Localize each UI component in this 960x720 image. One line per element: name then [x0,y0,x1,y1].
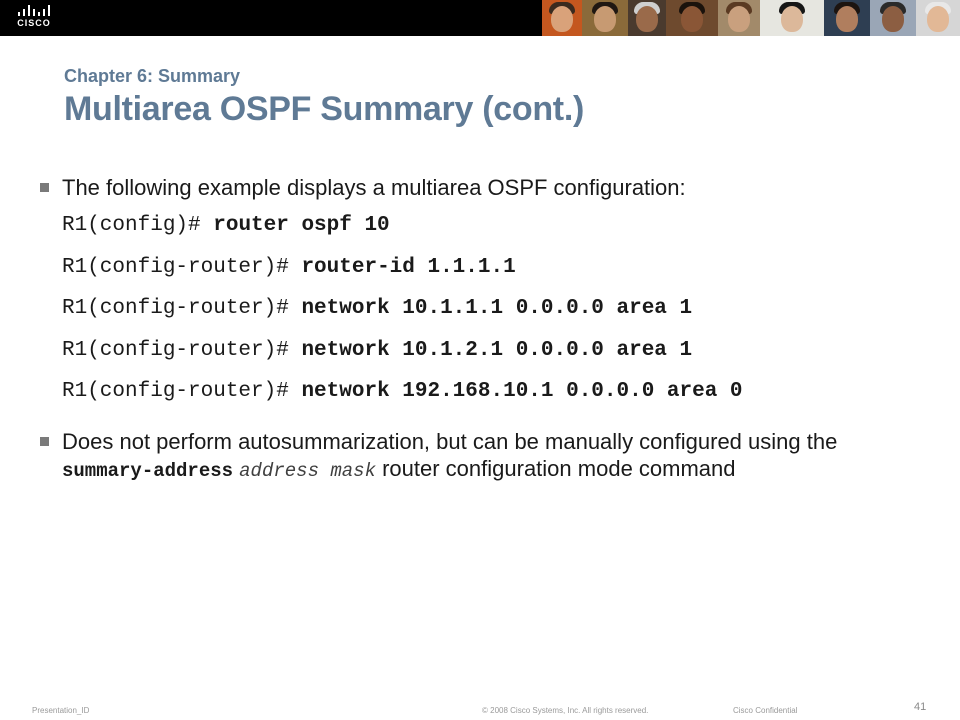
cli-prompt: R1(config-router)# [62,297,302,320]
bullet-item: The following example displays a multiar… [40,174,920,204]
cisco-logo-text: CISCO [17,18,51,28]
code-line: R1(config-router)# router-id 1.1.1.1 [62,254,743,296]
cli-command: network 192.168.10.1 0.0.0.0 area 0 [301,380,743,403]
person-photo [824,0,870,36]
cisco-logo: CISCO [14,4,62,32]
person-photo [542,0,582,36]
address-mask-args: address mask [239,460,376,482]
footer-copyright: © 2008 Cisco Systems, Inc. All rights re… [482,706,649,715]
code-line: R1(config-router)# network 192.168.10.1 … [62,378,743,420]
cli-command: network 10.1.2.1 0.0.0.0 area 1 [301,338,693,362]
person-face [728,6,750,32]
bullet-text: The following example displays a multiar… [62,175,686,200]
chapter-title: Chapter 6: Summary [64,66,241,86]
bullet-text: Does not perform autosummarization, but … [62,428,907,485]
person-face [551,6,573,32]
person-face [594,6,616,32]
page-number: 41 [914,701,927,713]
person-face [681,6,703,32]
person-face [836,6,858,32]
square-bullet-icon [40,437,49,446]
cli-prompt: R1(config-router)# [62,255,302,279]
cli-prompt: R1(config-router)# [62,380,302,403]
person-face [882,6,904,32]
bullet-text-before: Does not perform autosummarization, but … [62,429,838,454]
person-photo [666,0,718,36]
person-photo [582,0,628,36]
person-face [781,6,803,32]
cli-command: router-id 1.1.1.1 [301,255,516,279]
person-photo [628,0,666,36]
person-photo [718,0,760,36]
person-face [927,6,949,32]
cli-prompt: R1(config-router)# [62,338,302,362]
person-photo [916,0,960,36]
footer-presentation-id: Presentation_ID [32,706,90,715]
person-face [636,6,658,32]
code-line: R1(config-router)# network 10.1.2.1 0.0.… [62,337,743,379]
cli-prompt: R1(config)# [62,214,214,237]
cli-command: network 10.1.1.1 0.0.0.0 area 1 [301,297,693,320]
footer-confidential: Cisco Confidential [733,706,798,715]
bullet-text-after: router configuration mode command [375,456,736,481]
square-bullet-icon [40,183,49,192]
header-bar: CISCO [0,0,960,36]
code-line: R1(config)# router ospf 10 [62,212,743,254]
person-photo [870,0,916,36]
person-photo [760,0,824,36]
people-photo-strip [542,0,960,36]
summary-address-keyword: summary-address [62,460,234,482]
cisco-logo-bars-icon [18,5,52,16]
slide-title: Multiarea OSPF Summary (cont.) [64,90,584,128]
code-line: R1(config-router)# network 10.1.1.1 0.0.… [62,295,743,337]
cli-command: router ospf 10 [213,214,390,237]
bullet-item: Does not perform autosummarization, but … [40,428,920,518]
